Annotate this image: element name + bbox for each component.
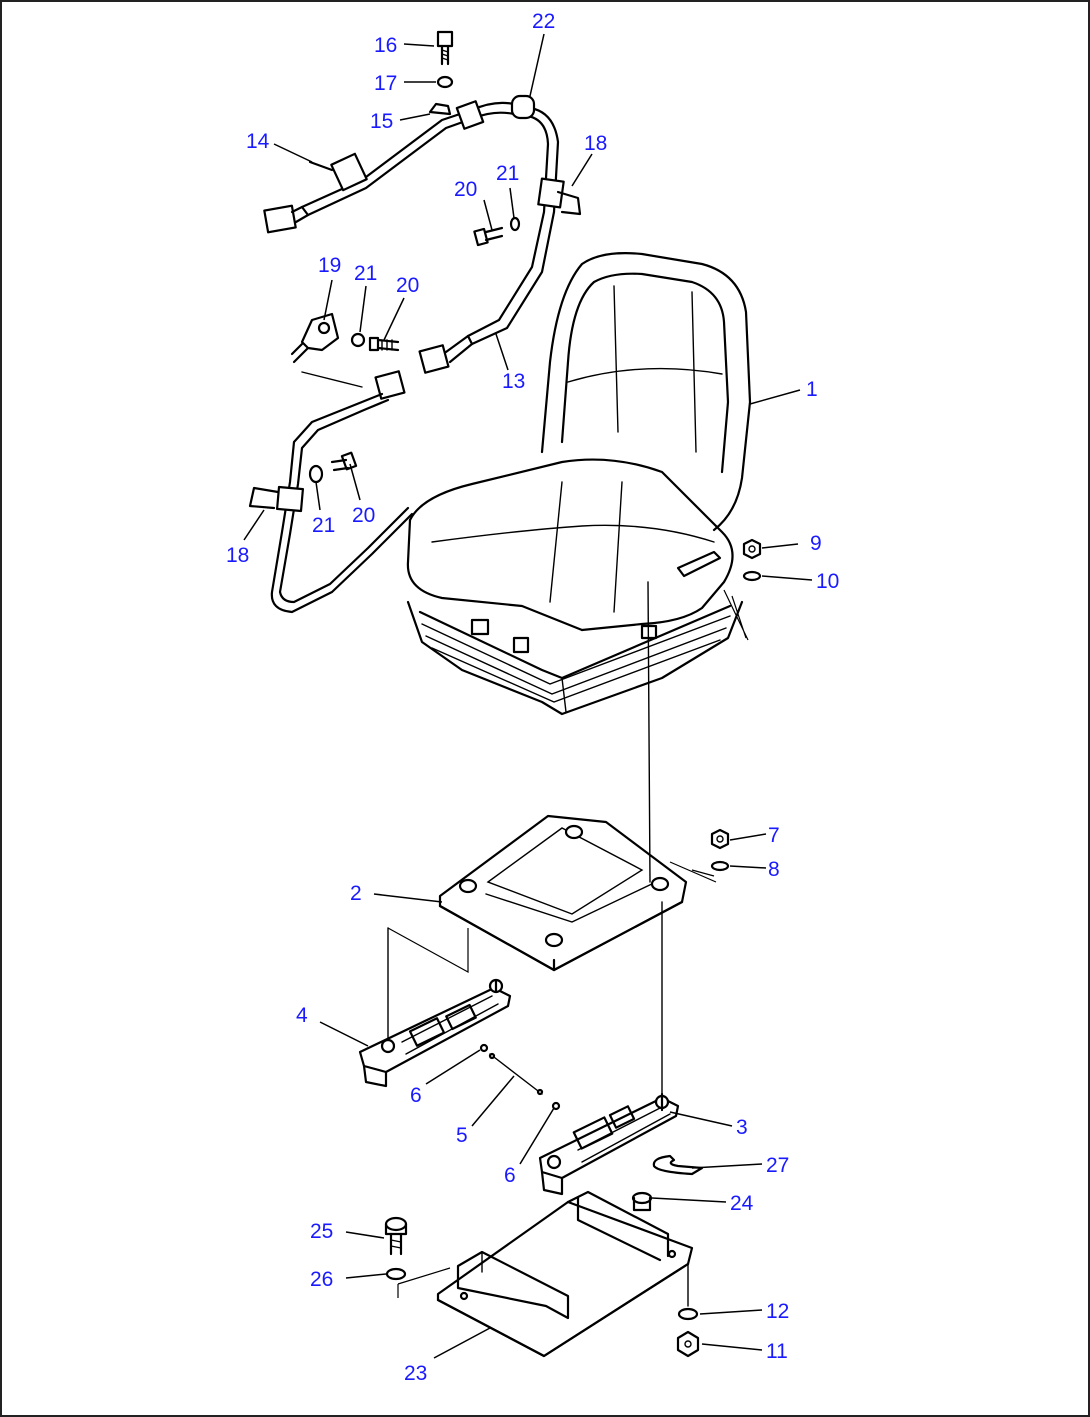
- wiring-harness-lower: [248, 370, 414, 614]
- callout-3: 3: [736, 1116, 748, 1139]
- callout-21-upper: 21: [496, 162, 519, 185]
- leader-lines: [243, 33, 813, 1359]
- nut-11: [676, 1330, 700, 1358]
- callout-13: 13: [502, 370, 525, 393]
- callout-9: 9: [810, 532, 822, 555]
- callout-2: 2: [350, 882, 362, 905]
- clip-27: [652, 1154, 704, 1176]
- callout-4: 4: [296, 1004, 308, 1027]
- callout-16: 16: [374, 34, 397, 57]
- bolt-20-upper: [473, 216, 521, 247]
- callout-15: 15: [370, 110, 393, 133]
- wiring-harness-upper: [263, 94, 582, 374]
- nut-9: [742, 538, 762, 560]
- callout-20-lower: 20: [352, 504, 375, 527]
- callout-19: 19: [318, 254, 341, 277]
- seat-assembly-1: [406, 252, 752, 716]
- callout-25: 25: [310, 1220, 333, 1243]
- slide-rail-3: [538, 1092, 680, 1196]
- callout-20-upper: 20: [454, 178, 477, 201]
- slide-rail-4: [358, 978, 512, 1088]
- callout-6-upper: 6: [410, 1084, 422, 1107]
- callout-27: 27: [766, 1154, 789, 1177]
- callout-8: 8: [768, 858, 780, 881]
- callout-12: 12: [766, 1300, 789, 1323]
- callout-22: 22: [532, 10, 555, 33]
- callout-6-lower: 6: [504, 1164, 516, 1187]
- washer-12: [677, 1307, 699, 1321]
- callout-labels: 16 17 15 22 14 18 20 21 19 21 20 13 1 21…: [226, 10, 839, 1385]
- callout-14: 14: [246, 130, 270, 153]
- bolt-16: [436, 30, 454, 66]
- washer-10: [742, 570, 762, 582]
- callout-26: 26: [310, 1268, 333, 1291]
- callout-21-lower: 21: [312, 514, 335, 537]
- callout-1: 1: [806, 378, 818, 401]
- callout-10: 10: [816, 570, 839, 593]
- nut-7: [710, 828, 730, 850]
- callout-24: 24: [730, 1192, 754, 1215]
- rod-5: [488, 1052, 544, 1096]
- screw-6-upper: [479, 1043, 489, 1053]
- callout-7: 7: [768, 824, 780, 847]
- guide-line-seat: [647, 581, 651, 883]
- bolt-25: [384, 1216, 408, 1256]
- callout-18-lower: 18: [226, 544, 249, 567]
- washer-17: [436, 75, 454, 89]
- callout-5: 5: [456, 1124, 468, 1147]
- base-bracket-23: [397, 1190, 694, 1358]
- washer-8: [710, 860, 730, 872]
- callout-17: 17: [374, 72, 397, 95]
- bracket-19: [290, 312, 400, 364]
- callout-21-middle: 21: [354, 262, 377, 285]
- guide-bracket-left: [387, 927, 469, 974]
- mounting-plate-2: [438, 814, 717, 972]
- callout-18-upper: 18: [584, 132, 607, 155]
- callout-23: 23: [404, 1362, 427, 1385]
- washer-26: [385, 1267, 407, 1281]
- screw-6-lower: [551, 1101, 561, 1111]
- callout-11: 11: [766, 1340, 788, 1363]
- callout-20-middle: 20: [396, 274, 419, 297]
